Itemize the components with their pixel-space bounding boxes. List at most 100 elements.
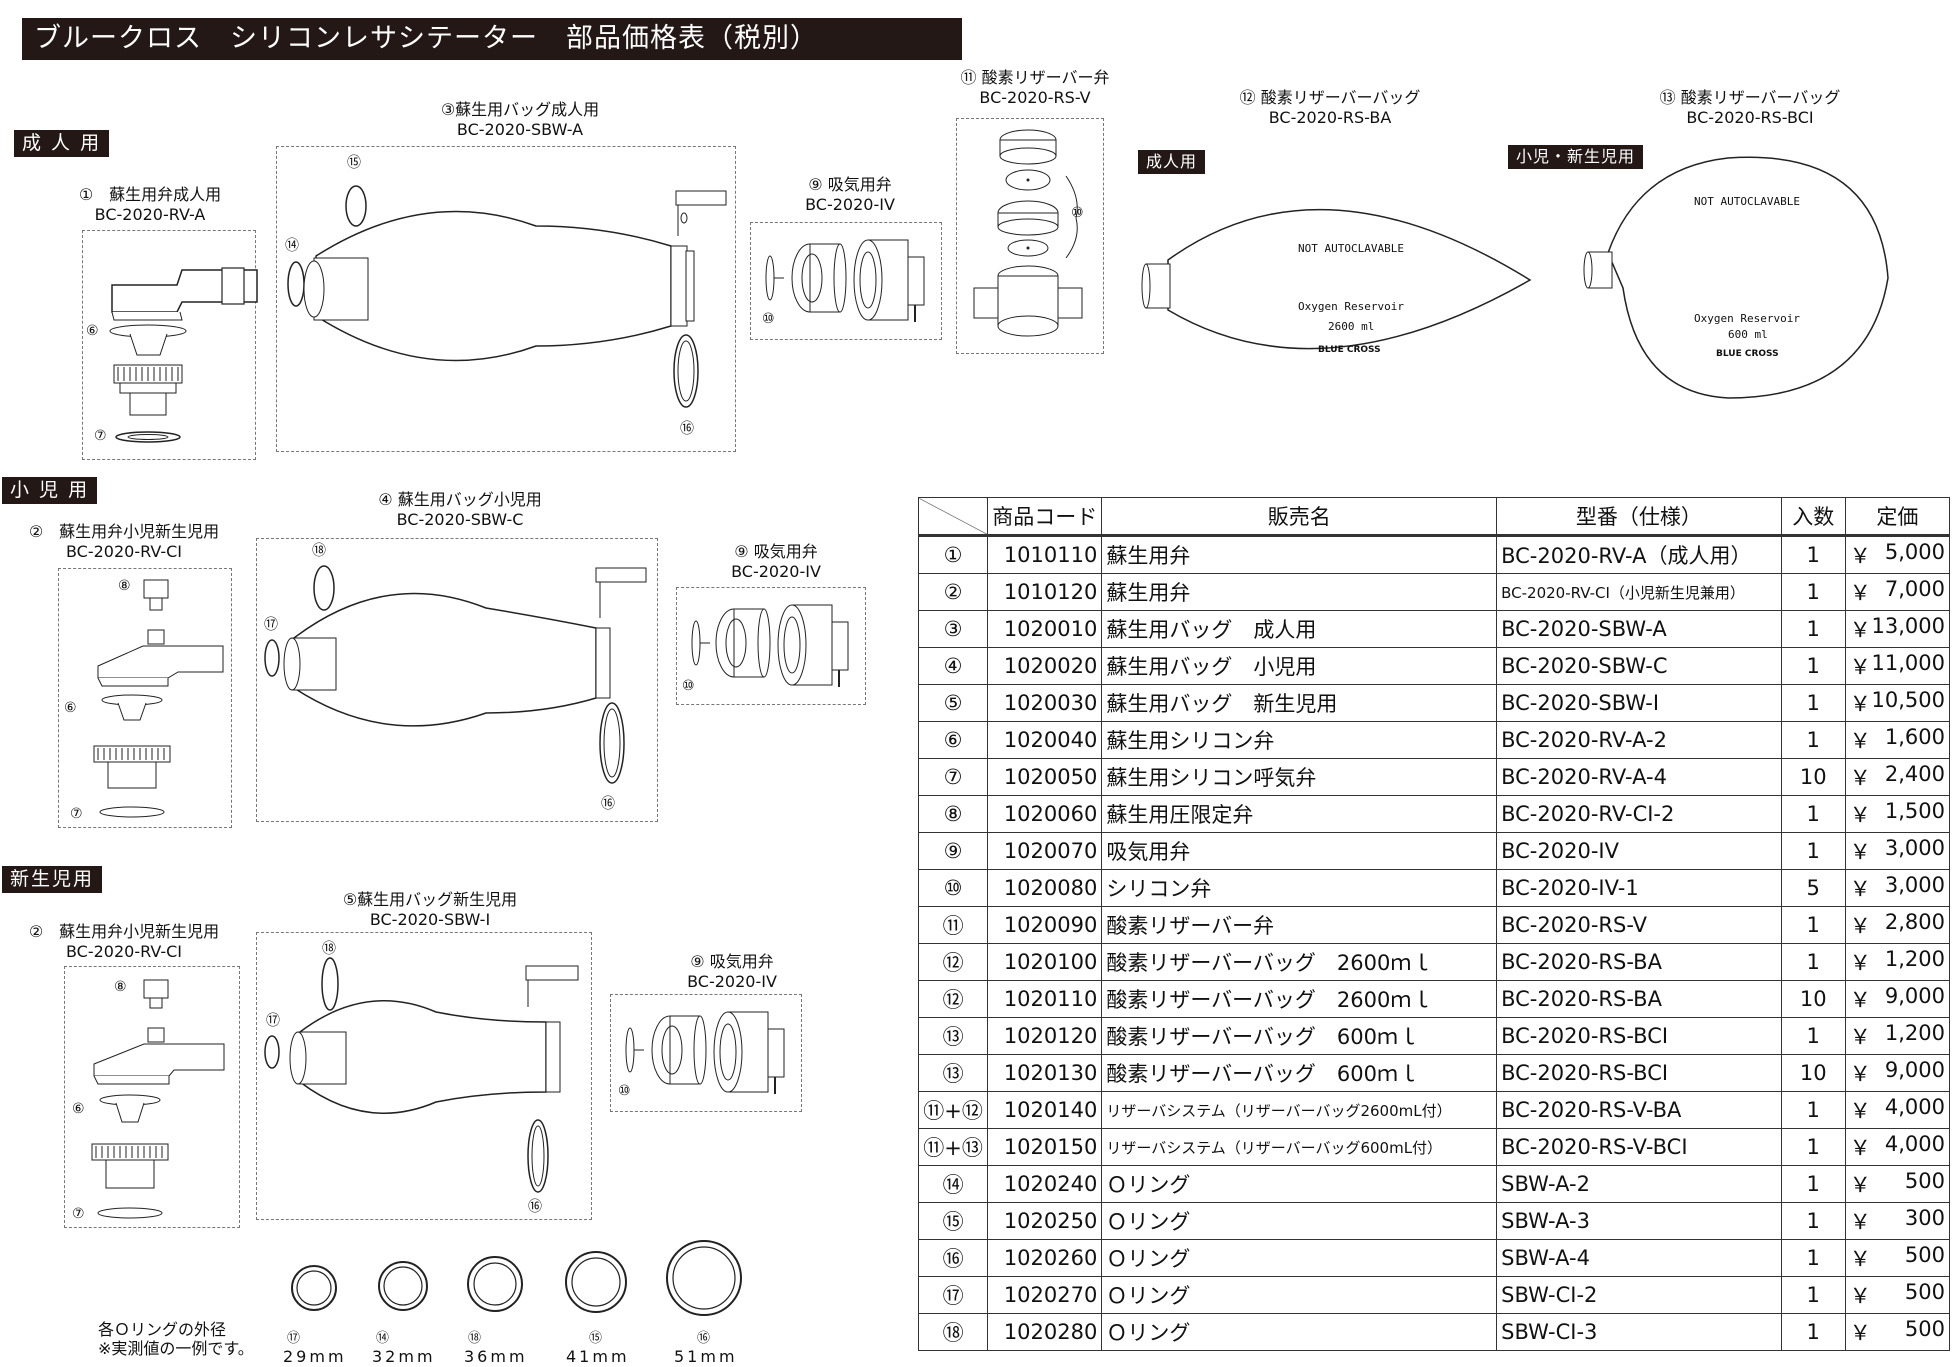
cell-name: 酸素リザーバーバッグ 2600ｍｌ: [1101, 980, 1498, 1018]
cell-price: ￥3,000: [1844, 869, 1951, 907]
cell-no: ⑪: [917, 906, 989, 944]
cell-code: 1020130: [987, 1054, 1103, 1092]
cell-no: ⑱: [917, 1313, 989, 1351]
currency-symbol: ￥: [1849, 1210, 1871, 1234]
caption-iv-2: ⑨ 吸気用弁 BC-2020-IV: [706, 542, 846, 582]
mark-8-n: ⑧: [114, 979, 127, 995]
caption-rv-ci-2: ② 蘇生用弁小児新生児用 BC-2020-RV-CI: [14, 922, 234, 962]
cell-no: ⑤: [917, 684, 989, 722]
large-bag-text-2: Oxygen Reservoir: [1298, 300, 1404, 313]
oring-note-line2: ※実測値の一例です。: [98, 1339, 254, 1358]
caption-rs-v-model: BC-2020-RS-V: [979, 88, 1091, 107]
cell-qty: 1: [1780, 610, 1846, 648]
price-value: 11,000: [1871, 651, 1945, 675]
cell-no: ⑮: [917, 1202, 989, 1240]
cell-model: BC-2020-SBW-A: [1496, 610, 1782, 648]
price-value: 500: [1904, 1280, 1945, 1304]
currency-symbol: ￥: [1849, 766, 1871, 790]
box-rv-ci-1: [58, 568, 232, 828]
cell-name: 蘇生用シリコン呼気弁: [1101, 758, 1498, 796]
currency-symbol: ￥: [1849, 1136, 1871, 1160]
cell-code: 1020150: [987, 1128, 1103, 1166]
cell-no: ⑦: [917, 758, 989, 796]
cell-model: SBW-CI-3: [1496, 1313, 1782, 1351]
box-rv-ci-2: [64, 966, 240, 1228]
large-bag-text-3: 2600 ml: [1328, 320, 1375, 333]
box-iv-2: [676, 587, 866, 705]
caption-rs-bci-model: BC-2020-RS-BCI: [1686, 108, 1814, 127]
cell-model: BC-2020-SBW-C: [1496, 647, 1782, 685]
cell-code: 1010110: [987, 535, 1103, 574]
cell-qty: 1: [1780, 1128, 1846, 1166]
cell-model: SBW-CI-2: [1496, 1276, 1782, 1314]
caption-iv-3-name: ⑨ 吸気用弁: [690, 952, 774, 971]
cell-code: 1020250: [987, 1202, 1103, 1240]
price-value: 4,000: [1884, 1095, 1945, 1119]
caption-rs-bci: ⑬ 酸素リザーバーバッグ BC-2020-RS-BCI: [1630, 88, 1870, 128]
box-sbw-a: [276, 146, 736, 452]
cell-no: ⑧: [917, 795, 989, 833]
price-value: 1,200: [1884, 1021, 1945, 1045]
price-value: 10,500: [1871, 688, 1945, 712]
cell-code: 1020060: [987, 795, 1103, 833]
cell-price: ￥9,000: [1844, 980, 1951, 1018]
oring-mark-5: ⑯: [697, 1331, 711, 1346]
header-price: 定価: [1844, 497, 1951, 536]
cell-name: 吸気用弁: [1101, 832, 1498, 870]
cell-code: 1020070: [987, 832, 1103, 870]
price-value: 2,400: [1884, 762, 1945, 786]
cell-code: 1020030: [987, 684, 1103, 722]
price-value: 5,000: [1884, 540, 1945, 564]
cell-no: ⑬: [917, 1017, 989, 1055]
currency-symbol: ￥: [1849, 1025, 1871, 1049]
table-header-row: 商品コード 販売名 型番（仕様） 入数 定価: [917, 497, 1951, 536]
cell-price: ￥ 1,200: [1844, 943, 1951, 981]
price-value: 7,000: [1884, 577, 1945, 601]
oring-size-4: 41mm: [566, 1347, 630, 1366]
mark-17-n: ⑰: [266, 1013, 280, 1029]
currency-symbol: ￥: [1849, 840, 1871, 864]
cell-qty: 1: [1780, 721, 1846, 759]
price-value: 9,000: [1884, 1058, 1945, 1082]
caption-iv-1: ⑨ 吸気用弁 BC-2020-IV: [780, 175, 920, 215]
price-value: 3,000: [1884, 873, 1945, 897]
mark-10-rsv: ⑩: [1071, 205, 1084, 221]
currency-symbol: ￥: [1849, 1321, 1871, 1345]
oring-size-2: 32mm: [372, 1347, 436, 1366]
currency-symbol: ￥: [1849, 914, 1871, 938]
header-qty: 入数: [1780, 497, 1846, 536]
cell-price: ￥ 7,000: [1844, 573, 1951, 611]
cell-model: BC-2020-RS-BA: [1496, 943, 1782, 981]
currency-symbol: ￥: [1849, 951, 1871, 975]
header-code: 商品コード: [987, 497, 1103, 536]
mark-18-c: ⑱: [312, 543, 326, 559]
price-value: 13,000: [1871, 614, 1945, 638]
mark-7-c: ⑦: [70, 806, 83, 822]
cell-no: ⑯: [917, 1239, 989, 1277]
section-label-child: 小 児 用: [2, 477, 98, 504]
cell-qty: 1: [1780, 535, 1846, 574]
price-value: 1,200: [1884, 947, 1945, 971]
cell-model: SBW-A-4: [1496, 1239, 1782, 1277]
large-bag-text-1: NOT AUTOCLAVABLE: [1298, 242, 1404, 255]
currency-symbol: ￥: [1849, 581, 1871, 605]
cell-price: ￥4,000: [1844, 1091, 1951, 1129]
cell-code: 1010120: [987, 573, 1103, 611]
cell-qty: 1: [1780, 795, 1846, 833]
small-bag-text-1: NOT AUTOCLAVABLE: [1694, 195, 1800, 208]
caption-sbw-i: ⑤蘇生用バッグ新生児用 BC-2020-SBW-I: [330, 890, 530, 930]
small-bag-text-3: 600 ml: [1728, 328, 1768, 341]
mark-6-c: ⑥: [64, 700, 77, 716]
cell-no: ⑭: [917, 1165, 989, 1203]
cell-price: ￥4,000: [1844, 1128, 1951, 1166]
mark-16-c: ⑯: [601, 796, 615, 812]
caption-rv-a: ① 蘇生用弁成人用 BC-2020-RV-A: [60, 185, 240, 225]
cell-price: ￥500: [1844, 1239, 1951, 1277]
